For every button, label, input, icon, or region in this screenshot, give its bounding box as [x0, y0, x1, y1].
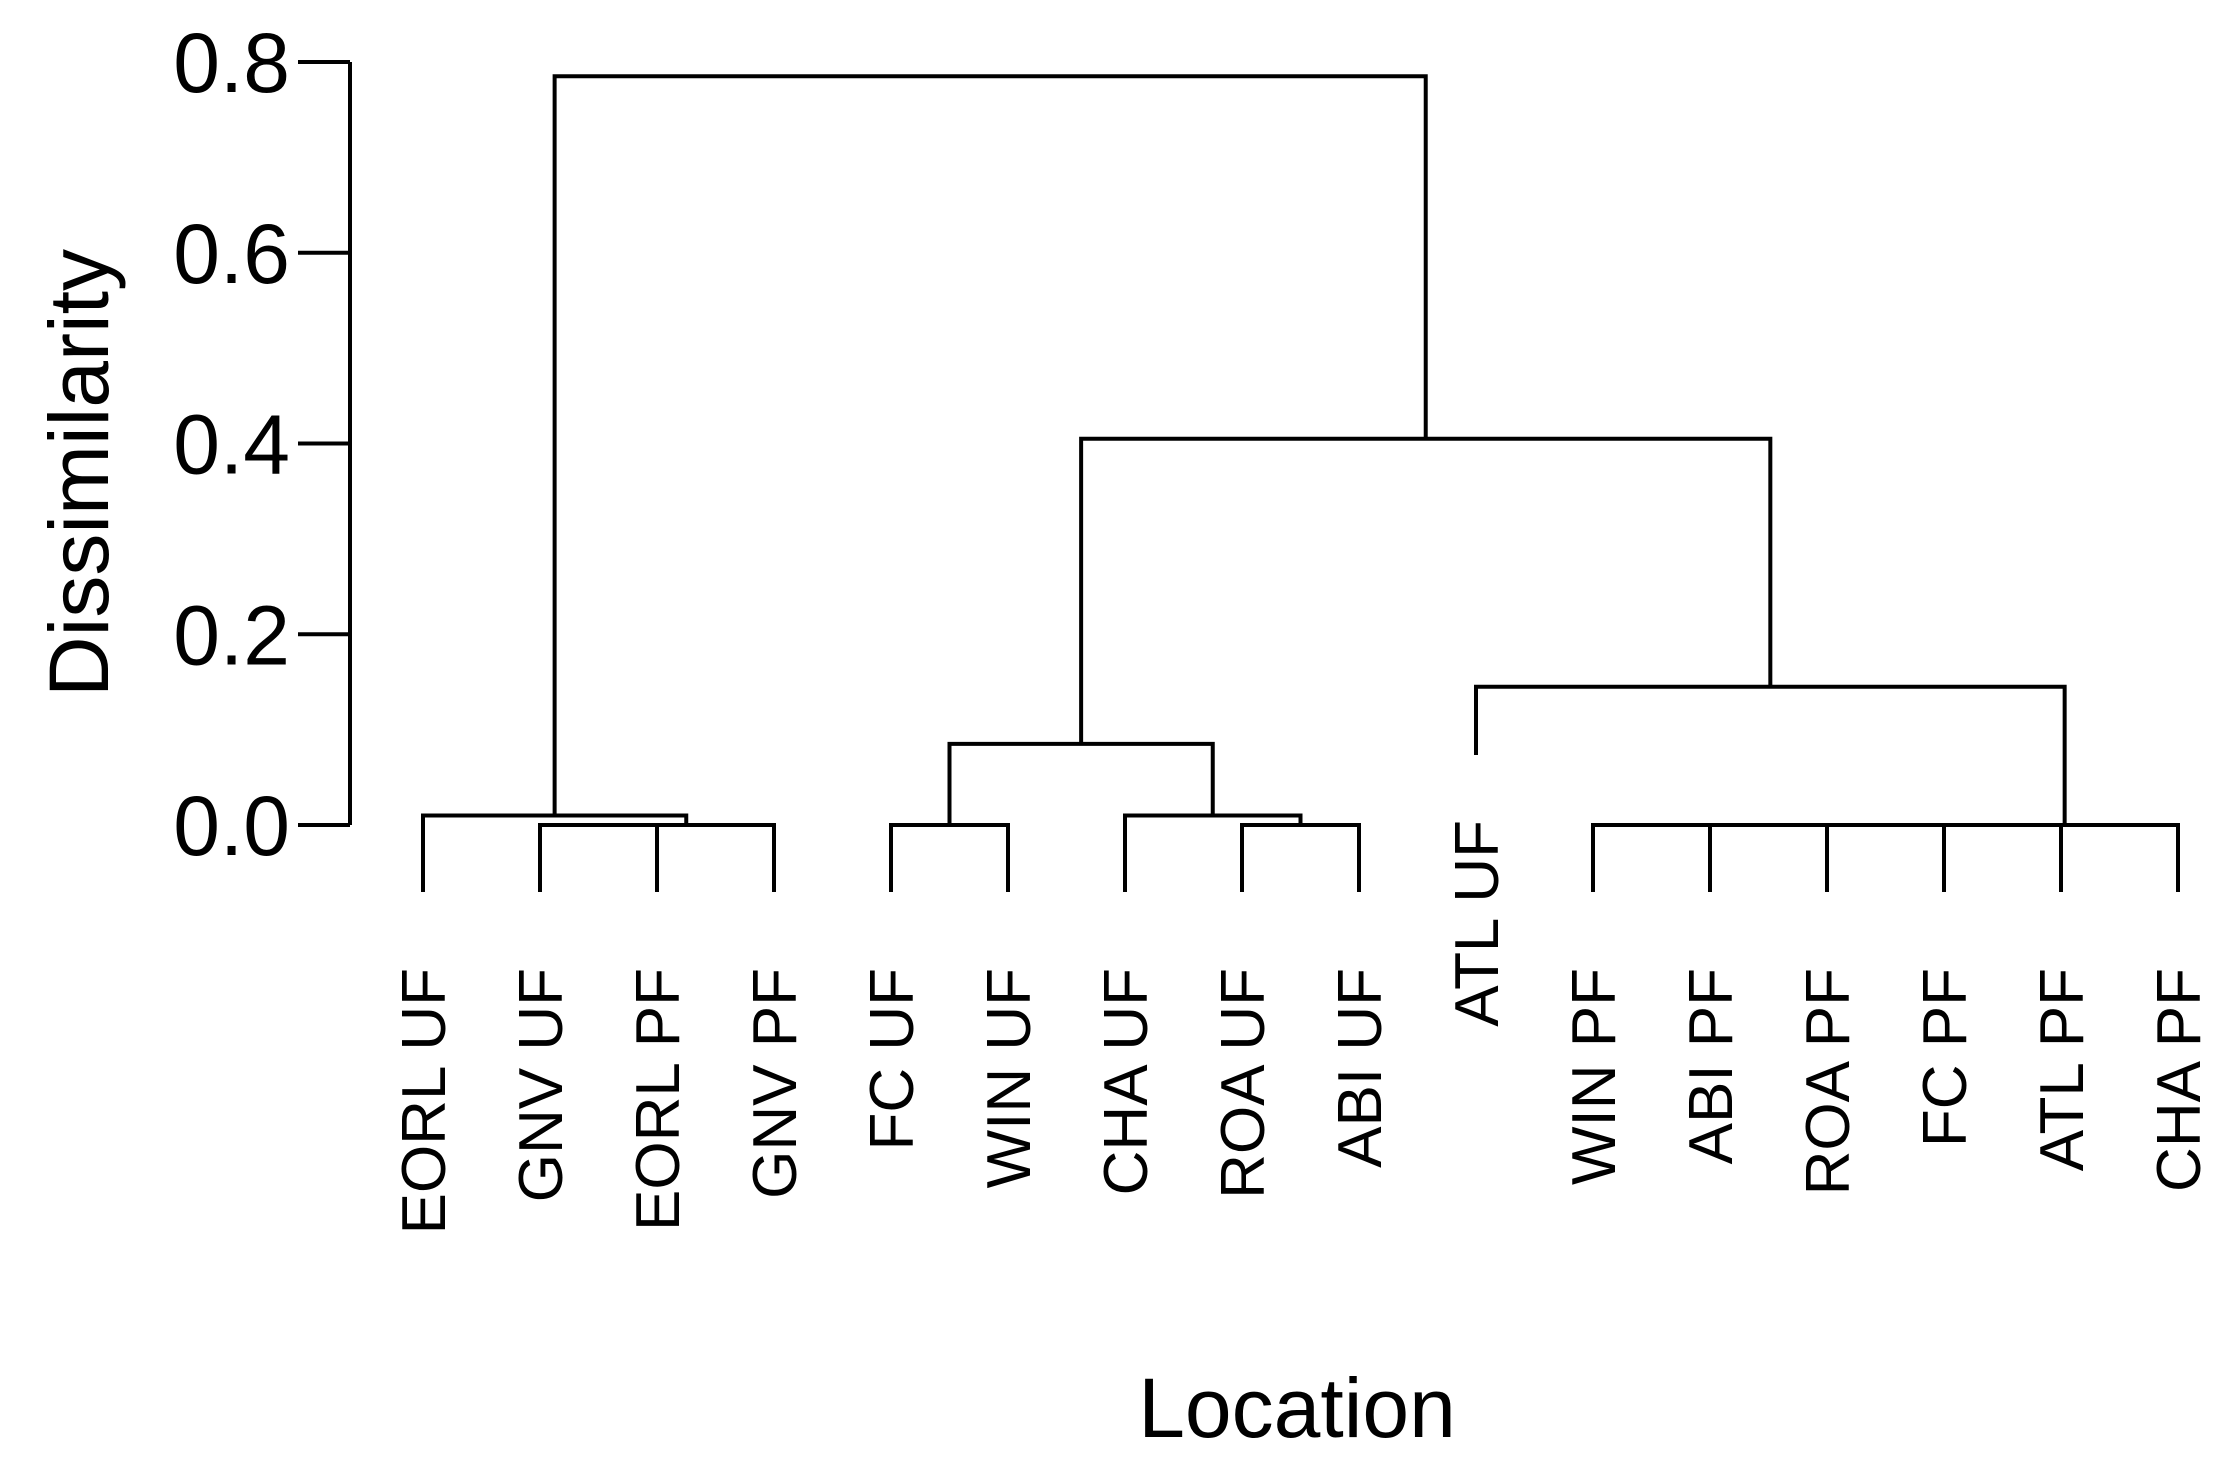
dendrogram-link — [552, 74, 1428, 816]
dendrogram-link — [1951, 823, 2180, 892]
dendrogram-link — [1240, 823, 1361, 892]
leaf-label: CHA PF — [2145, 968, 2214, 1192]
leaf-label: EORL UF — [390, 968, 459, 1234]
y-tick-label: 0.4 — [173, 398, 290, 492]
dendrogram-link — [1591, 823, 1712, 892]
dendrogram-link — [1841, 823, 2063, 892]
dendrogram-link — [1474, 684, 2067, 825]
dendrogram-link — [1739, 823, 1946, 892]
dendrogram-link — [421, 813, 689, 892]
leaf-label: CHA UF — [1092, 968, 1161, 1195]
x-axis-title: Location — [1138, 1361, 1456, 1455]
y-axis-title: Dissimilarity — [32, 249, 126, 697]
leaf-label: ATL PF — [2028, 968, 2097, 1171]
leaf-label: WIN PF — [1560, 968, 1629, 1185]
leaf-label: WIN UF — [975, 968, 1044, 1188]
leaf-label: EORL PF — [624, 968, 693, 1231]
y-tick-label: 0.2 — [173, 588, 290, 682]
dendrogram-link — [947, 741, 1215, 825]
dendrogram-link — [1651, 823, 1829, 892]
leaf-label: GNV UF — [507, 968, 576, 1202]
dendrogram-link — [1123, 813, 1303, 892]
leaf-label: FC PF — [1911, 968, 1980, 1147]
leaf-labels: EORL UF GNV UF EORL PF GNV PF FC UF WIN UF CHA… — [390, 820, 2214, 1234]
leaf-label: ABI PF — [1677, 968, 1746, 1164]
leaf-label: ROA PF — [1794, 968, 1863, 1195]
y-tick-label: 0.6 — [173, 207, 290, 301]
leaf-label: ROA UF — [1209, 968, 1278, 1199]
dendrogram-link — [889, 823, 1010, 892]
dendrogram-link — [538, 823, 659, 892]
y-tick-label: 0.0 — [173, 779, 290, 873]
dendrogram-links — [421, 74, 2180, 892]
leaf-label: ABI UF — [1326, 968, 1395, 1168]
y-axis: 0.0 0.2 0.4 0.6 0.8 — [173, 16, 352, 873]
dendrogram-link — [1079, 436, 1773, 744]
leaf-label: GNV PF — [741, 968, 810, 1199]
dendrogram-link — [598, 823, 776, 892]
leaf-label: ATL UF — [1443, 820, 1512, 1027]
y-tick-label: 0.8 — [173, 16, 290, 110]
leaf-label: FC UF — [858, 968, 927, 1151]
